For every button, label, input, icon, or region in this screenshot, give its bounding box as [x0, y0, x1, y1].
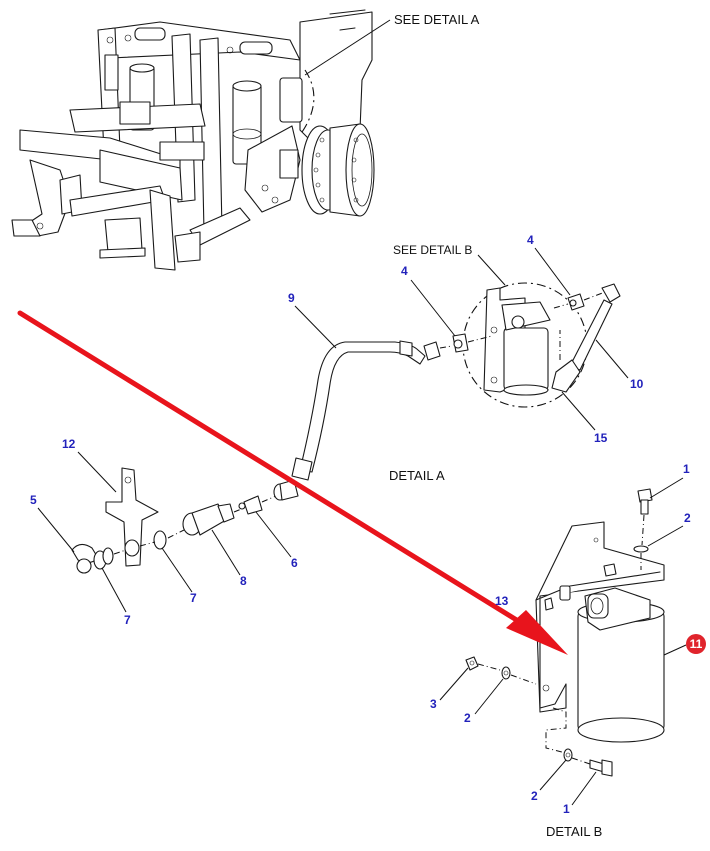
detail-a-assembly [452, 282, 621, 408]
callout-2-bottom[interactable]: 2 [531, 789, 538, 803]
see-detail-a-caption: SEE DETAIL A [394, 12, 480, 27]
detail-b-caption: DETAIL B [546, 824, 603, 839]
callout-3[interactable]: 3 [430, 697, 437, 711]
callout-9[interactable]: 9 [288, 291, 295, 305]
red-pointer-arrow [17, 310, 568, 655]
detail-a-caption: DETAIL A [389, 468, 445, 483]
callout-13[interactable]: 13 [495, 594, 509, 608]
callout-2-top[interactable]: 2 [684, 511, 691, 525]
callout-4-top[interactable]: 4 [527, 233, 534, 247]
callout-11-highlighted[interactable]: 11 [686, 634, 706, 654]
callout-1-top[interactable]: 1 [683, 462, 690, 476]
callout-15[interactable]: 15 [594, 431, 608, 445]
coupler-parts-row [71, 467, 299, 574]
callout-7-left[interactable]: 7 [124, 613, 131, 627]
callout-8[interactable]: 8 [240, 574, 247, 588]
callout-1-bottom[interactable]: 1 [563, 802, 570, 816]
callout-6[interactable]: 6 [291, 556, 298, 570]
callout-5[interactable]: 5 [30, 493, 37, 507]
leader-lines [37, 247, 687, 806]
callout-2-left[interactable]: 2 [464, 711, 471, 725]
detail-b-assembly [465, 488, 665, 777]
callout-10[interactable]: 10 [630, 377, 644, 391]
callout-7-right[interactable]: 7 [190, 591, 197, 605]
see-detail-b-caption: SEE DETAIL B [393, 243, 473, 257]
callout-4-left[interactable]: 4 [401, 264, 408, 278]
hose-9 [291, 340, 453, 481]
tractor-hitch-illustration [11, 9, 375, 271]
callout-12[interactable]: 12 [62, 437, 76, 451]
see-detail-a-leader [304, 19, 391, 76]
